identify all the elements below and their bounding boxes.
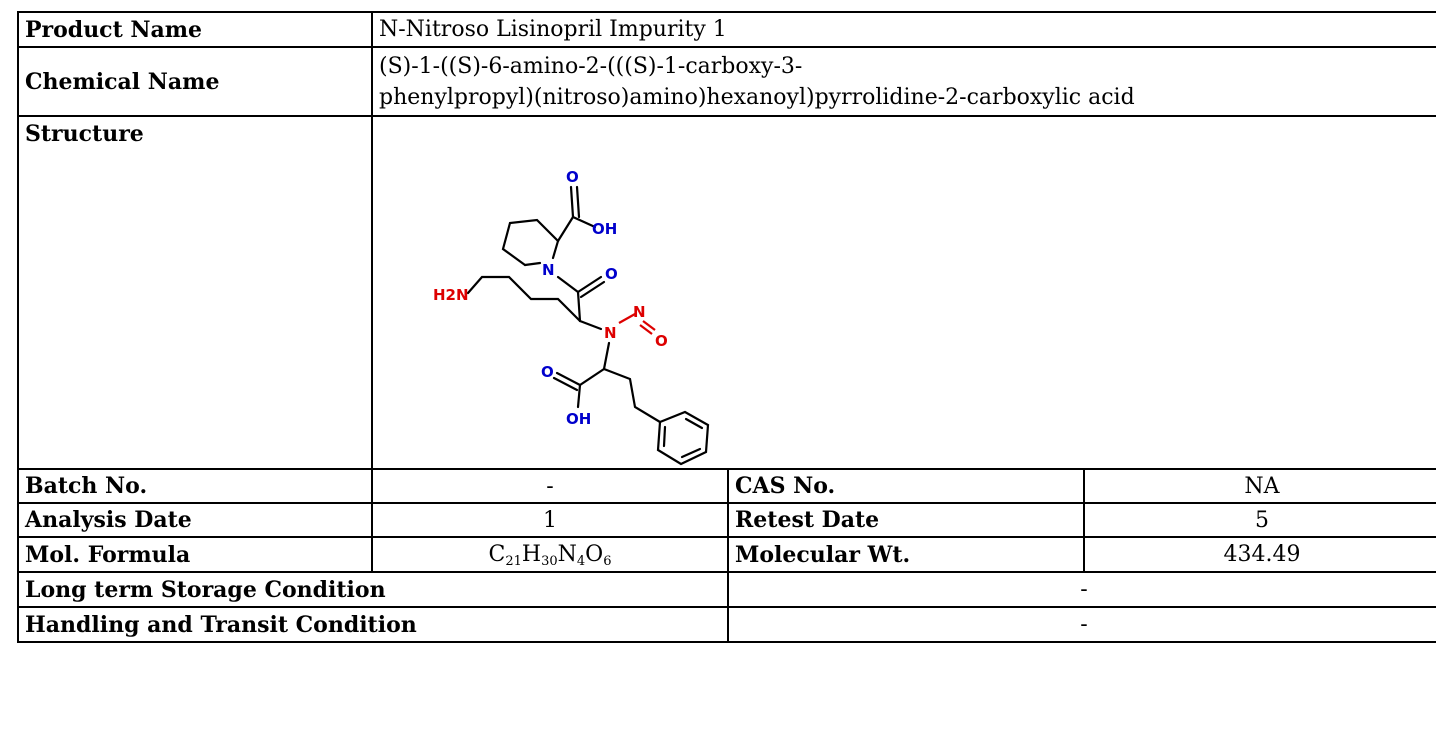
structure-label: Structure	[17, 115, 373, 470]
row-product-name: Product Name N-Nitroso Lisinopril Impuri…	[17, 11, 1436, 48]
mol-formula-label: Mol. Formula	[17, 536, 373, 573]
amide-alpha-bond	[576, 290, 582, 323]
row-structure: Structure	[17, 115, 1436, 470]
amide-n-c-bond	[556, 275, 580, 294]
ring-n-bond-top	[551, 239, 560, 260]
product-spec-sheet: Product Name N-Nitroso Lisinopril Impuri…	[17, 11, 1436, 729]
row-batch-cas: Batch No. - CAS No. NA	[17, 468, 1436, 504]
row-storage: Long term Storage Condition -	[17, 571, 1436, 608]
cas-no-value: NA	[1083, 468, 1436, 504]
atom-nh2: H2N	[433, 286, 469, 304]
spec-table: Product Name N-Nitroso Lisinopril Impuri…	[17, 11, 1436, 643]
long-term-storage-value: -	[727, 571, 1436, 608]
handling-transit-label: Handling and Transit Condition	[17, 606, 729, 643]
atom-o-top: O	[566, 168, 579, 186]
atom-n-ring: N	[542, 261, 555, 279]
chemical-name-value: (S)-1-((S)-6-amino-2-(((S)-1-carboxy-3- p…	[371, 46, 1436, 117]
formula-count-n: 4	[576, 554, 586, 569]
row-formula-weight: Mol. Formula C21H30N4O6 Molecular Wt. 43…	[17, 536, 1436, 573]
acid-co-double	[552, 376, 579, 392]
acid-top-oh-bond	[571, 215, 597, 229]
atom-n-nitroso: N	[604, 324, 617, 342]
formula-element-h: H	[521, 542, 542, 567]
chemical-structure-drawing: O OH N O H2N N N O O OH	[433, 168, 710, 466]
mol-formula-value: C21H30N4O6	[371, 536, 729, 573]
pyrrolidine-ring-bonds	[501, 218, 560, 267]
row-dates: Analysis Date 1 Retest Date 5	[17, 502, 1436, 538]
n-n-bond	[618, 313, 636, 324]
batch-no-label: Batch No.	[17, 468, 373, 504]
phenyl-double-2	[680, 447, 702, 459]
molecular-wt-value: 434.49	[1083, 536, 1436, 573]
handling-transit-value: -	[727, 606, 1436, 643]
alpha-n-bond	[578, 319, 603, 331]
acid-top-co-bond	[569, 185, 575, 219]
molecular-wt-label: Molecular Wt.	[727, 536, 1085, 573]
n-o-double	[639, 324, 653, 335]
row-chemical-name: Chemical Name (S)-1-((S)-6-amino-2-(((S)…	[17, 46, 1436, 117]
acid-top-c-bond	[556, 215, 575, 243]
analysis-date-value: 1	[371, 502, 729, 538]
phenyl-double-1	[684, 417, 704, 430]
atom-o-acid: O	[541, 363, 554, 381]
batch-no-value: -	[371, 468, 729, 504]
row-handling: Handling and Transit Condition -	[17, 606, 1436, 643]
retest-date-value: 5	[1083, 502, 1436, 538]
ca-acid-bond	[578, 367, 606, 387]
formula-count-c: 21	[505, 554, 522, 569]
formula-element-c: C	[488, 542, 506, 567]
atom-oh-top: OH	[592, 220, 617, 238]
phenyl-double-3	[662, 425, 667, 448]
acid-oh-bond	[576, 383, 582, 409]
formula-element-o: O	[585, 542, 604, 567]
atom-o-nitroso: O	[655, 332, 668, 350]
amide-co-bond	[576, 275, 603, 294]
cas-no-label: CAS No.	[727, 468, 1085, 504]
formula-element-n: N	[557, 542, 577, 567]
chemical-name-line1: (S)-1-((S)-6-amino-2-(((S)-1-carboxy-3-	[379, 53, 803, 79]
phenyl-ring	[656, 410, 710, 466]
n-o-bond	[642, 320, 656, 331]
long-term-storage-label: Long term Storage Condition	[17, 571, 729, 608]
ring-n-bond-left	[523, 261, 542, 267]
analysis-date-label: Analysis Date	[17, 502, 373, 538]
acid-co-bond	[555, 371, 582, 387]
formula-count-h: 30	[541, 554, 558, 569]
formula-count-o: 6	[603, 554, 612, 569]
side-chain-bonds	[602, 367, 662, 424]
amide-co-double	[579, 280, 606, 299]
lysine-chain-bonds	[466, 275, 582, 323]
chemical-name-line2: phenylpropyl)(nitroso)amino)hexanoyl)pyr…	[379, 84, 1135, 110]
chemical-name-label: Chemical Name	[17, 46, 373, 117]
acid-top-co-double	[575, 185, 581, 219]
retest-date-label: Retest Date	[727, 502, 1085, 538]
product-name-label: Product Name	[17, 11, 373, 48]
structure-image-cell: O OH N O H2N N N O O OH	[371, 115, 1436, 470]
atom-n-nitroso2: N	[633, 303, 646, 321]
product-name-value: N-Nitroso Lisinopril Impurity 1	[371, 11, 1436, 48]
atom-o-amide: O	[605, 265, 618, 283]
n-ca-bond	[602, 341, 611, 371]
atom-oh-acid: OH	[566, 410, 591, 428]
